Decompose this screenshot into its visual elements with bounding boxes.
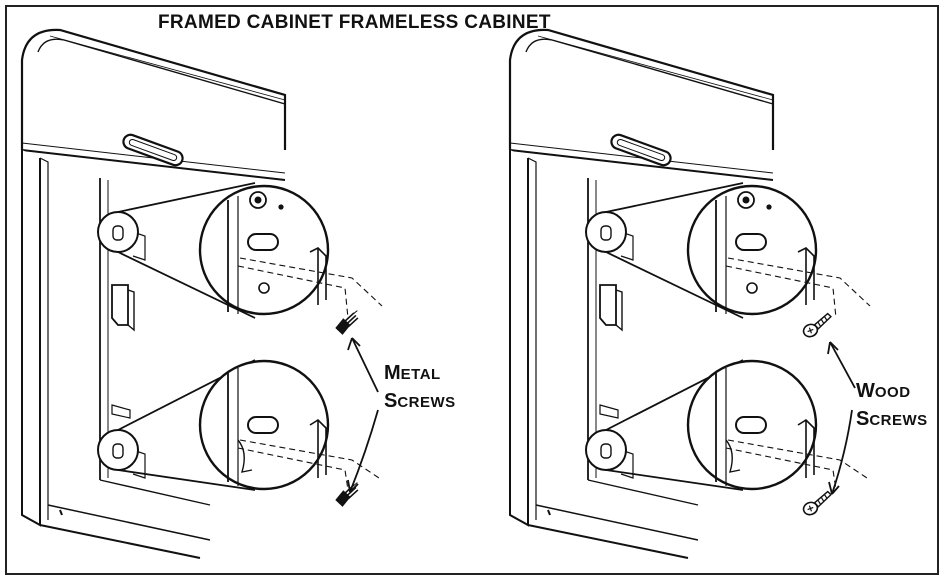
framed-cabinet-drawing	[20, 28, 384, 560]
wood-screws-label-line1: WOOD	[856, 380, 911, 402]
wood-screw-bottom	[799, 490, 836, 518]
metal-screws-label-line1: METAL	[384, 362, 441, 384]
metal-screws-label: METAL SCREWS	[384, 360, 456, 416]
wood-screw-top	[799, 312, 836, 340]
metal-screw-bottom	[332, 481, 364, 509]
wood-screws-arrows	[827, 341, 856, 495]
metal-screws-arrows	[347, 337, 379, 493]
metal-screws-label-line2: SCREWS	[384, 390, 456, 412]
wood-screws-label: WOOD SCREWS	[856, 378, 928, 434]
frameless-cabinet-drawing	[508, 28, 872, 560]
wood-screws-label-line2: SCREWS	[856, 408, 928, 430]
diagram-title: FRAMED CABINET FRAMELESS CABINET	[158, 12, 551, 33]
